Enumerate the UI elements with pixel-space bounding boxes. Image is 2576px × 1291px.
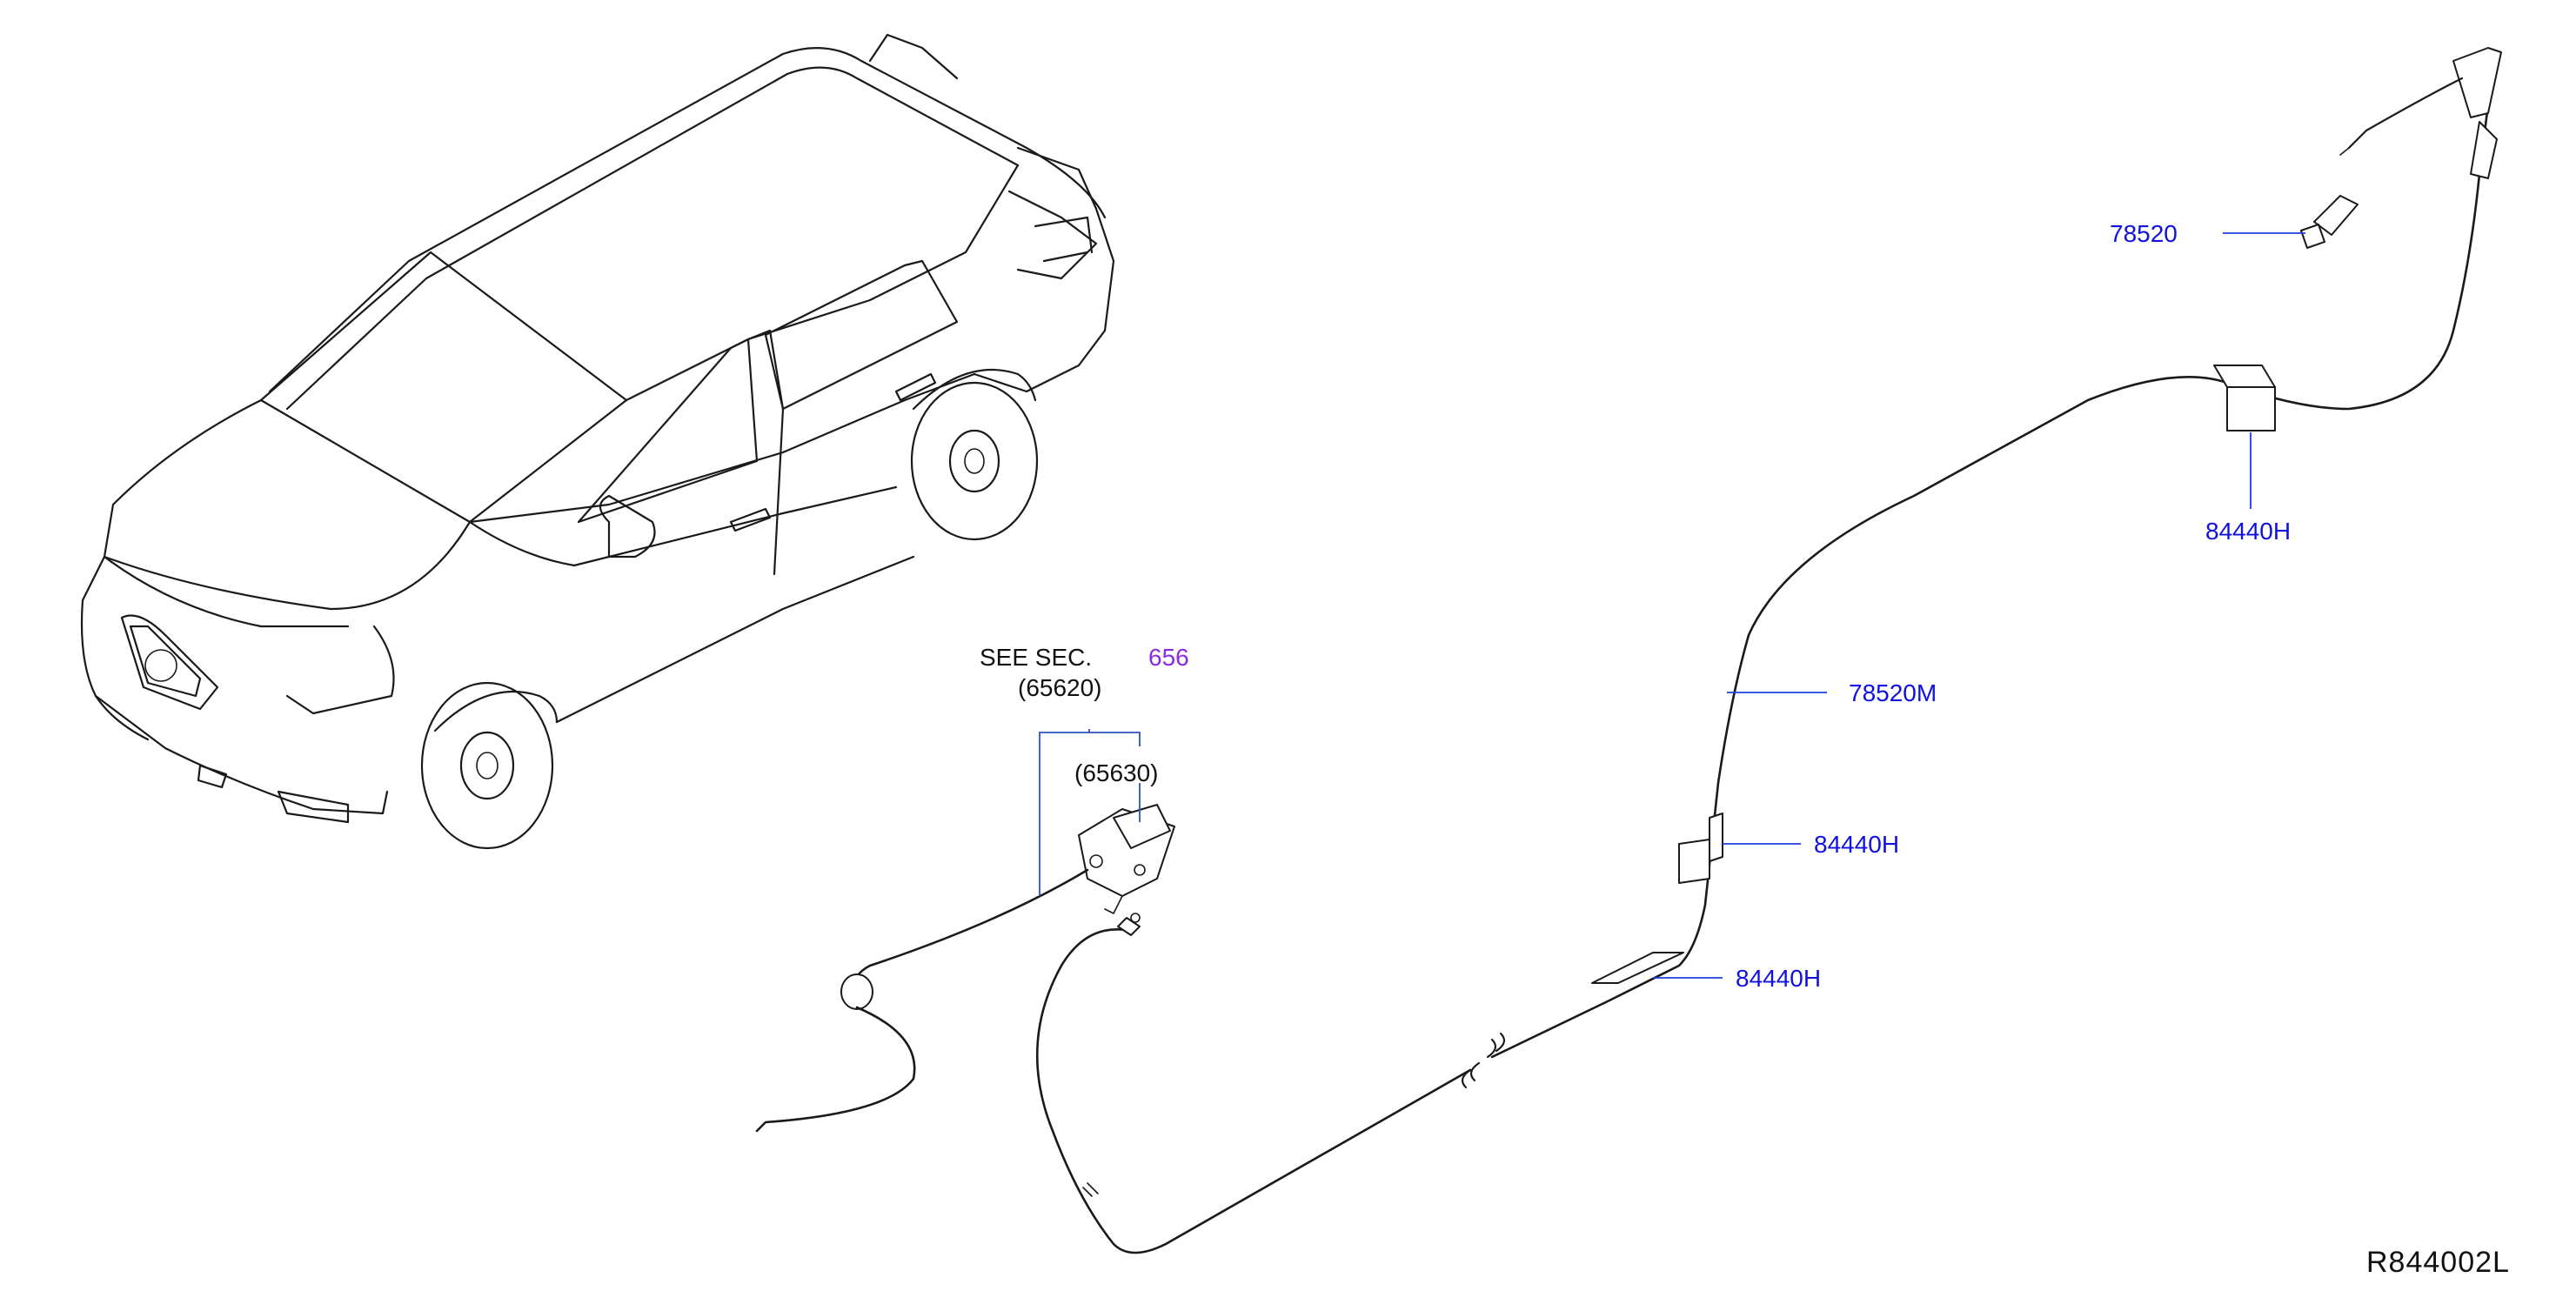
subref-65620: (65620) (1018, 674, 1102, 701)
main-cable (1035, 77, 2490, 1254)
part-label-84440h-mid[interactable]: 84440H (1814, 831, 1899, 858)
hood-lock-assembly (1078, 804, 1175, 914)
section-link-656[interactable]: 656 (1148, 644, 1189, 671)
vehicle-illustration (80, 33, 1115, 850)
cable-clip-84440h-mid (1678, 813, 1723, 884)
cable-end-bracket (2339, 47, 2502, 179)
part-label-84440h-low[interactable]: 84440H (1736, 965, 1821, 992)
cable-clip-78520 (2300, 195, 2359, 249)
leader-lines (1039, 232, 2305, 979)
cable-clip-84440h-low (1591, 952, 1684, 984)
part-label-78520[interactable]: 78520 (2110, 220, 2178, 247)
part-label-78520m[interactable]: 78520M (1849, 679, 1937, 706)
subref-65630: (65630) (1074, 759, 1159, 786)
see-section-text: SEE SEC. (980, 644, 1092, 671)
labels: SEE SEC. 656 (65620) (65630) 78520 84440… (980, 220, 2510, 1279)
part-label-84440h-top[interactable]: 84440H (2205, 518, 2291, 545)
cable-clip-84440h-top (2213, 365, 2276, 431)
reference-code: R844002L (2366, 1246, 2510, 1279)
release-handle-cable (755, 868, 1089, 1133)
